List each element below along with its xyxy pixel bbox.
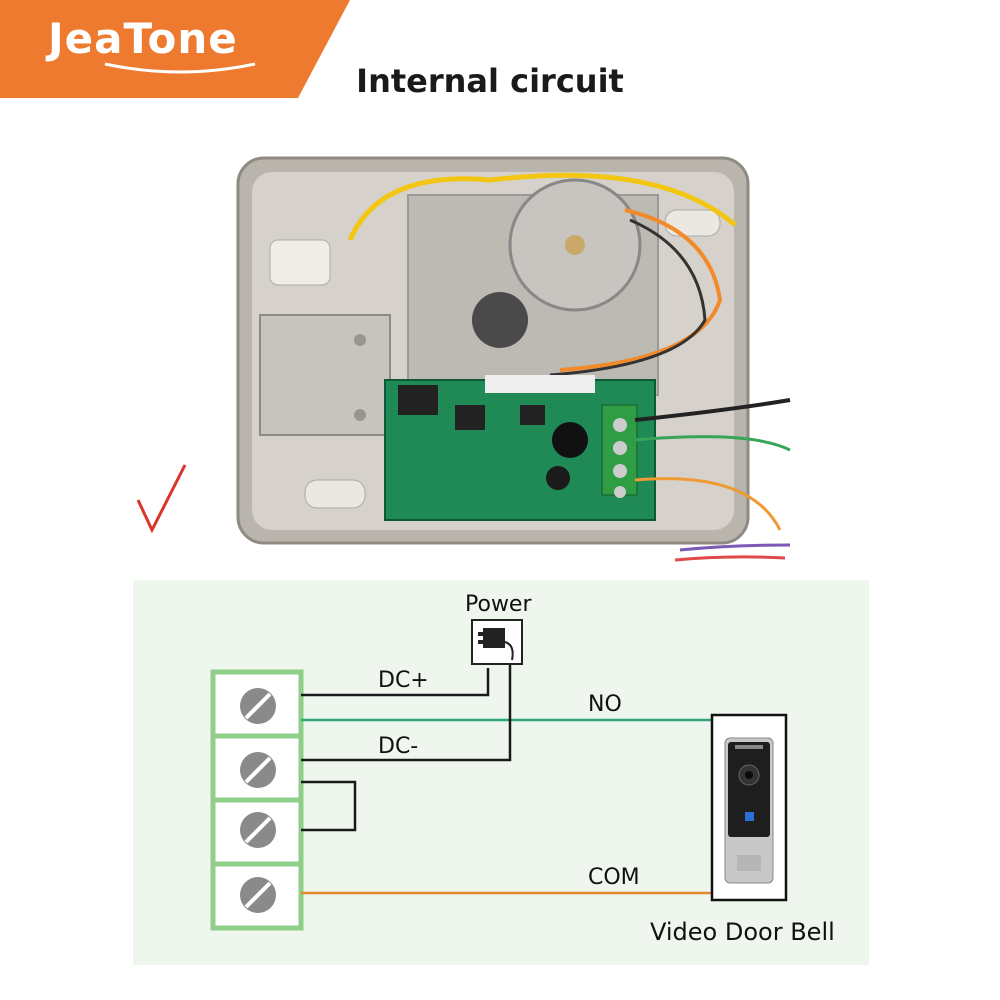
terminal-screw-4 [240, 877, 276, 913]
brand-logo: JeaTone [48, 14, 238, 63]
lock-internal-photo [236, 156, 791, 562]
wire-label-no: NO [588, 692, 622, 717]
terminal-screw-3 [240, 812, 276, 848]
brand-banner-shape [0, 0, 350, 98]
wire-label-com: COM [588, 865, 640, 890]
wire-dc-minus [301, 650, 512, 762]
terminal-screw-1 [240, 688, 276, 724]
page-title: Internal circuit [356, 62, 624, 100]
wire-dc-plus [301, 668, 490, 697]
power-label: Power [465, 592, 532, 617]
device-label: Video Door Bell [650, 918, 835, 946]
wire-jumper [301, 780, 357, 832]
power-adapter-icon [471, 619, 523, 665]
logo-swoosh-icon [104, 62, 256, 74]
check-mark-icon [136, 464, 187, 534]
video-door-bell-icon [710, 713, 788, 902]
terminal-block [210, 669, 304, 931]
terminal-screw-2 [240, 752, 276, 788]
wire-label-dc-minus: DC- [378, 734, 419, 759]
wire-label-dc-plus: DC+ [378, 668, 429, 693]
